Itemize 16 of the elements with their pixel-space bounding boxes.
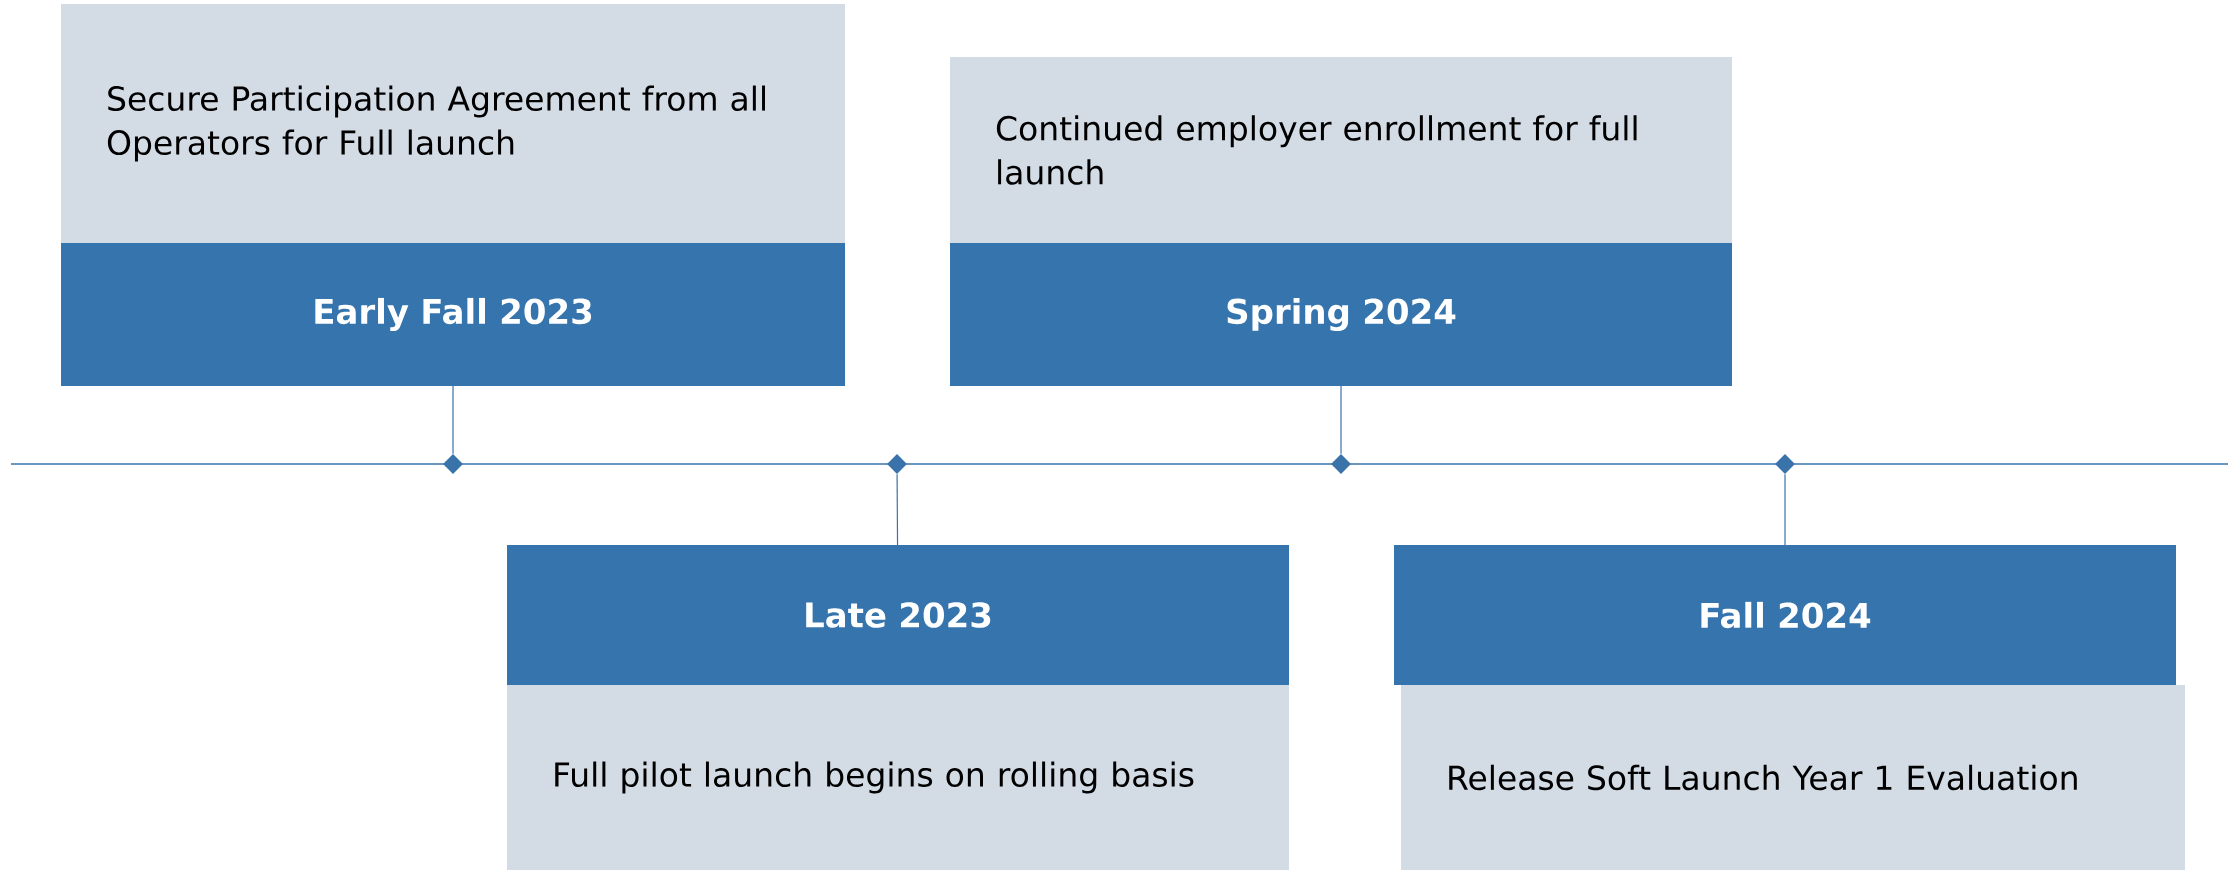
- connector-line: [1784, 473, 1786, 546]
- date-header-box: Late 2023: [507, 545, 1289, 685]
- timeline-marker: [443, 454, 463, 474]
- connector-line: [896, 473, 899, 546]
- timeline-marker: [887, 454, 907, 474]
- timeline-marker: [1775, 454, 1795, 474]
- description-box: Full pilot launch begins on rolling basis: [507, 685, 1289, 870]
- timeline-marker: [1331, 454, 1351, 474]
- connector-line: [1340, 385, 1342, 455]
- date-header-box: Fall 2024: [1394, 545, 2176, 685]
- date-header-box: Early Fall 2023: [61, 243, 845, 386]
- description-box: Secure Participation Agreement from all Operators for Full launch: [61, 4, 845, 243]
- date-header-box: Spring 2024: [950, 243, 1732, 386]
- connector-line: [452, 385, 454, 455]
- description-box: Continued employer enrollment for full launch: [950, 57, 1732, 243]
- description-box: Release Soft Launch Year 1 Evaluation: [1401, 685, 2185, 870]
